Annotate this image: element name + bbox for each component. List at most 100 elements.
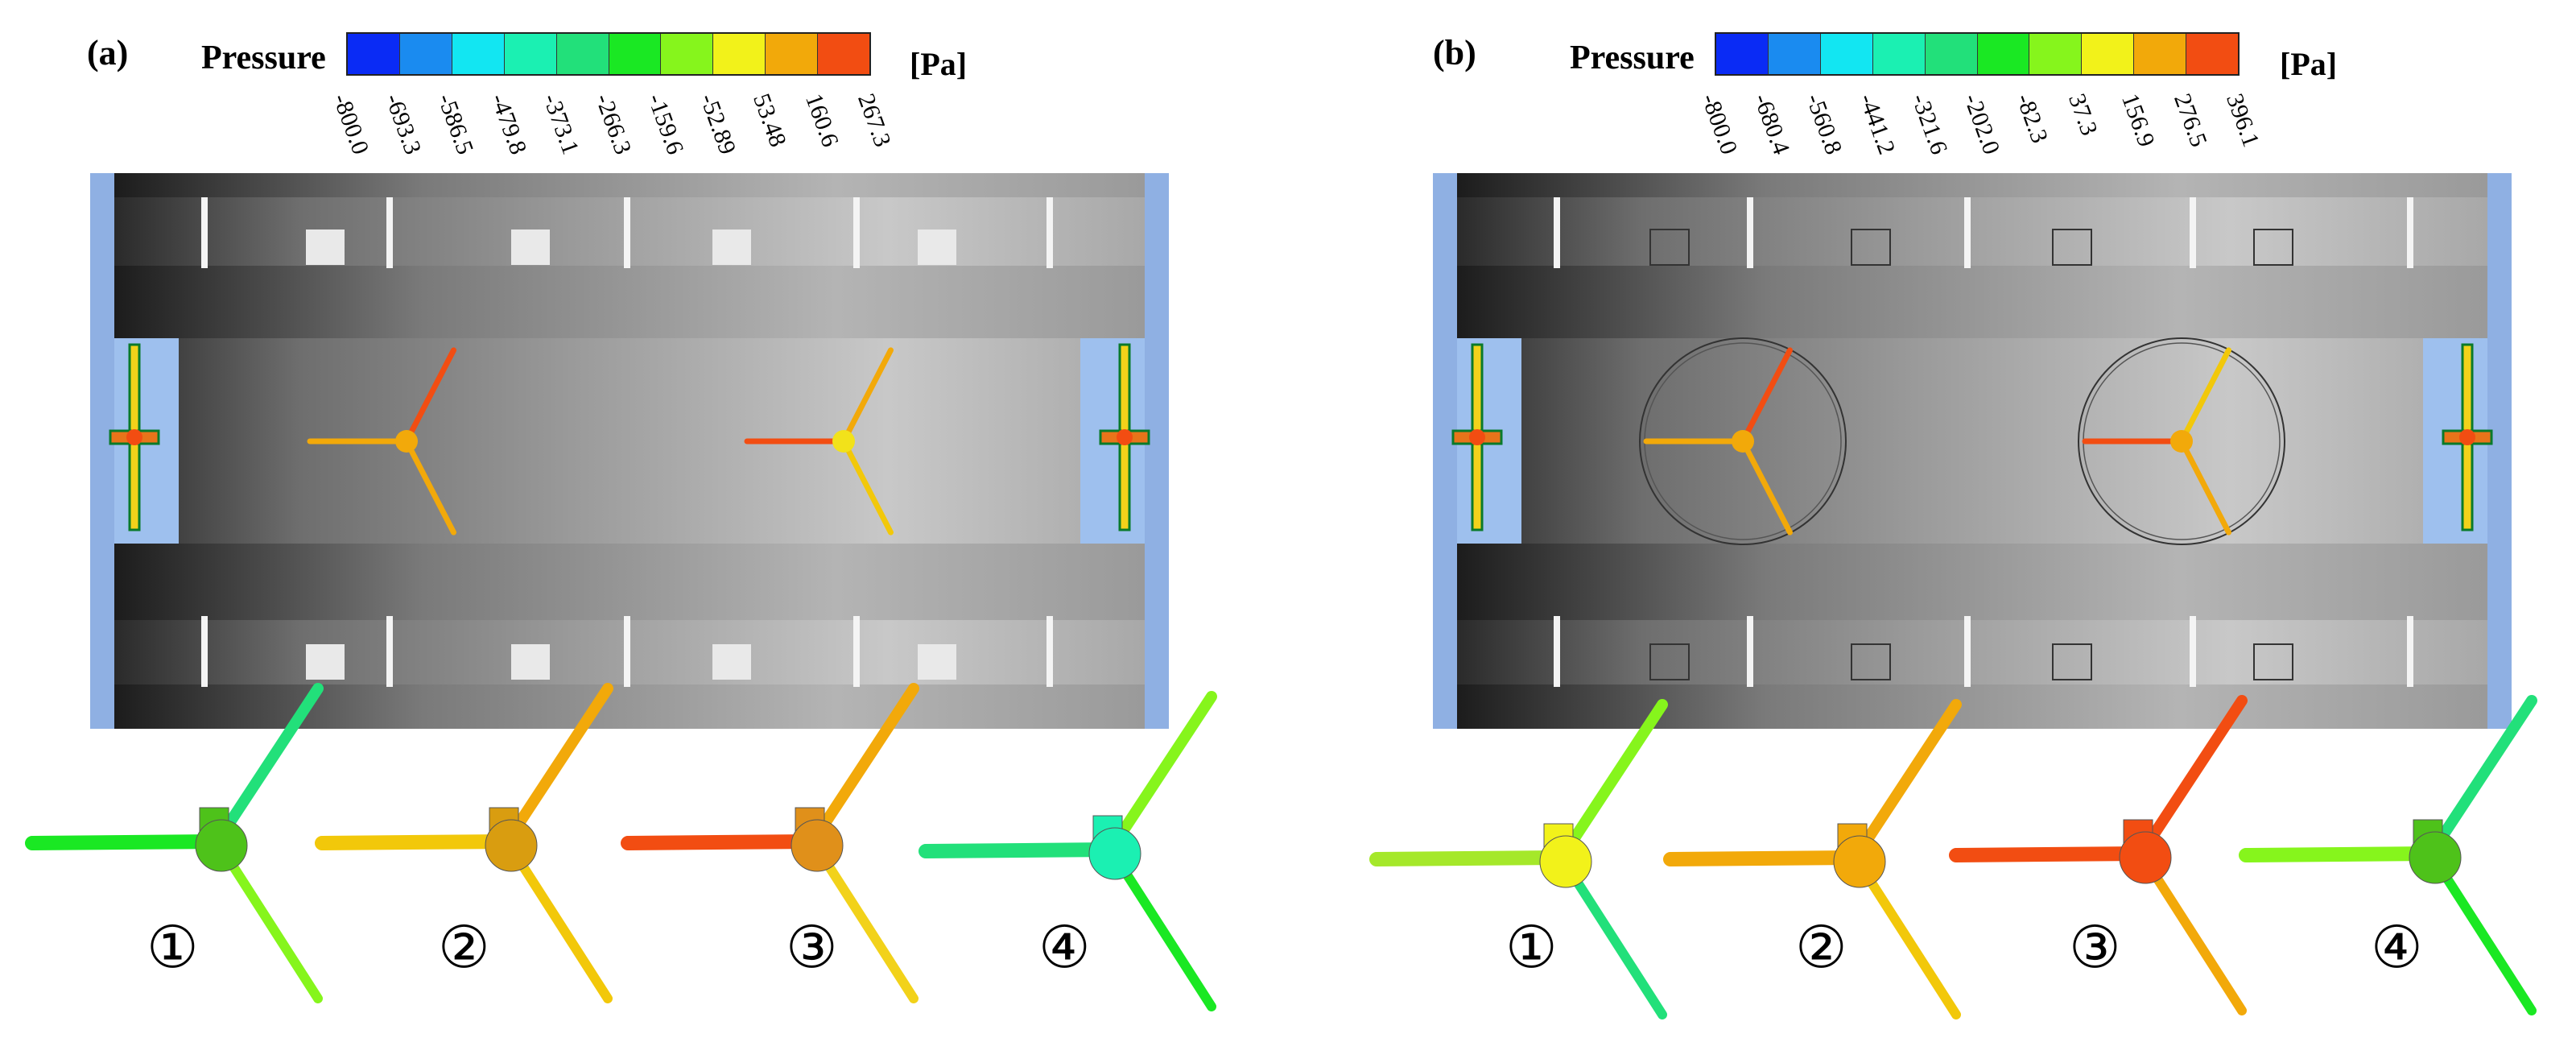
baffle-post [1046, 197, 1053, 268]
impeller-3d-blade [2136, 695, 2248, 859]
impeller-3d-blade [621, 834, 820, 850]
panel-label: (b) [1433, 33, 1476, 72]
impeller-blade [840, 438, 894, 536]
impeller-3d [1369, 699, 1668, 1019]
impeller-blade [403, 438, 456, 536]
colorbar-cell [1768, 34, 1821, 74]
baffle-post [1747, 616, 1753, 687]
baffle-post [2190, 197, 2196, 268]
tank-window [2052, 643, 2092, 680]
impeller-label-3: ③ [786, 913, 838, 981]
panel-a: (a) Pressure [Pa] -800.0-693.3-586.5-479… [25, 32, 1217, 1011]
tank-window [2253, 229, 2293, 266]
tank-band [114, 266, 1145, 338]
colorbar-cell [1872, 34, 1926, 74]
colorbar-cell [2029, 34, 2083, 74]
impeller-3d-blade [1850, 699, 1962, 863]
impeller-3d-blade [1556, 699, 1668, 863]
impeller-3d-hub [485, 819, 538, 872]
baffle-post [386, 616, 393, 687]
pressure-colorbar [1715, 32, 2240, 76]
impeller-3d-blade [212, 683, 324, 847]
colorbar-cell [766, 34, 819, 74]
colorbar-cell [1716, 34, 1769, 74]
tank-window [1649, 229, 1690, 266]
colorbar-cell [818, 34, 870, 74]
tank-window [1851, 229, 1891, 266]
baffle-post [2190, 616, 2196, 687]
tank-scene [1369, 173, 2537, 1019]
tank-band [114, 173, 1145, 197]
end-impeller-hub [1469, 429, 1485, 445]
impeller-label-2: ② [438, 913, 490, 981]
baffle-post [201, 197, 208, 268]
impeller-hub [1732, 430, 1754, 453]
impeller-3d [621, 683, 919, 1003]
impeller-3d-blade [25, 834, 225, 850]
end-impeller-hub [1117, 429, 1133, 445]
panel-label: (a) [87, 33, 129, 72]
impeller-label-1: ① [1505, 913, 1558, 981]
impeller-3d [1663, 699, 1962, 1019]
impeller-3d-hub [1539, 835, 1592, 888]
colorbar-cell [2186, 34, 2239, 74]
baffle-post [1554, 616, 1560, 687]
baffle-post [853, 197, 860, 268]
colorbar-cell [1820, 34, 1873, 74]
baffle-post [1964, 197, 1971, 268]
tank-window [511, 644, 550, 680]
legend-title: Pressure [1570, 39, 1695, 77]
impeller-3d-hub [2119, 831, 2172, 884]
impeller-3d [919, 691, 1217, 1011]
impeller-3d-blade [1105, 691, 1217, 855]
tank-window [918, 644, 956, 680]
impeller-label-4: ④ [1038, 913, 1091, 981]
colorbar-cell [713, 34, 766, 74]
impeller-hub [832, 430, 855, 453]
tank-window [1851, 643, 1891, 680]
impeller-blade [2178, 438, 2231, 536]
baffle-post [624, 197, 630, 268]
impeller-3d-hub [1833, 835, 1886, 888]
tank-window [918, 230, 956, 265]
tank-band [1457, 173, 2487, 197]
baffle-post [1046, 616, 1053, 687]
legend-unit: [Pa] [910, 46, 968, 82]
impeller-label-4: ④ [2371, 913, 2423, 981]
tank-band [1457, 684, 2487, 729]
impeller-blade [2178, 347, 2231, 445]
impeller-3d-blade [1949, 846, 2149, 862]
impeller-3d [25, 683, 324, 1003]
tank-window [2052, 229, 2092, 266]
colorbar-cell [504, 34, 557, 74]
colorbar-cell [348, 34, 400, 74]
impeller-blade [840, 347, 894, 445]
colorbar-cell [399, 34, 452, 74]
tank-window [712, 644, 751, 680]
end-impeller-hub [126, 429, 142, 445]
tank-window [712, 230, 751, 265]
impeller-3d [2239, 695, 2537, 1015]
colorbar-cell [452, 34, 505, 74]
impeller-blade [1740, 438, 1793, 536]
tank-band [114, 684, 1145, 729]
tank-band [114, 544, 1145, 620]
baffle-post [386, 197, 393, 268]
impeller-label-2: ② [1795, 913, 1847, 981]
baffle-post [624, 616, 630, 687]
impeller-3d-blade [2425, 695, 2537, 859]
impeller-3d-hub [2409, 831, 2462, 884]
impeller-3d [1949, 695, 2248, 1015]
baffle-post [853, 616, 860, 687]
tank-band [1457, 266, 2487, 338]
tank-window [306, 230, 345, 265]
impeller-3d [315, 683, 613, 1003]
impeller-3d-blade [2239, 846, 2438, 862]
tank-body [1457, 173, 2487, 729]
impeller-3d-blade [1369, 850, 1569, 866]
pressure-colorbar [346, 32, 871, 76]
legend-title: Pressure [201, 39, 326, 77]
impeller-hub [2170, 430, 2193, 453]
impeller-label-3: ③ [2069, 913, 2121, 981]
colorbar-cell [556, 34, 609, 74]
